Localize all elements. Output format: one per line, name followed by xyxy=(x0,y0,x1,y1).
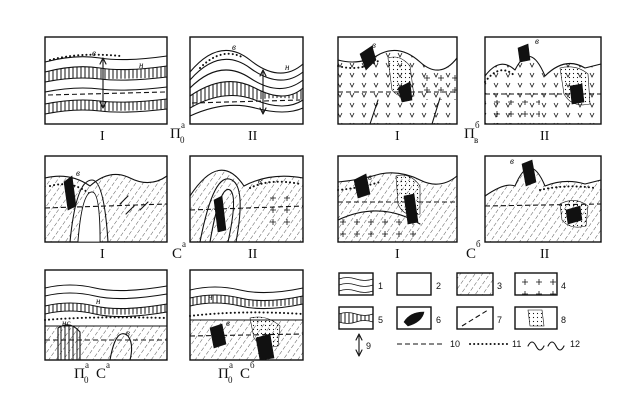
svg-text:4: 4 xyxy=(561,281,566,291)
group-label-p0a-ca: П 0 а С а xyxy=(74,360,110,385)
svg-text:С: С xyxy=(96,366,106,382)
legend: 1 2 3 4 5 6 xyxy=(338,272,580,357)
group-label-p0a: П 0 а xyxy=(170,120,185,145)
legend-item-3: 3 xyxy=(456,272,502,296)
legend-item-8: 8 xyxy=(514,306,566,330)
svg-text:0: 0 xyxy=(84,375,89,385)
label-roman: II xyxy=(540,247,550,262)
svg-text:5: 5 xyxy=(378,315,383,325)
panel-p0a-ca: нс н в xyxy=(44,269,168,361)
panel-pvb-II: в xyxy=(484,36,602,125)
svg-text:8: 8 xyxy=(561,315,566,325)
panel-ca-I: в xyxy=(44,155,168,243)
legend-item-1: 1 xyxy=(338,272,383,296)
svg-text:7: 7 xyxy=(497,315,502,325)
svg-text:а: а xyxy=(181,120,185,130)
svg-text:б: б xyxy=(250,360,255,370)
letter-n: н xyxy=(208,292,213,302)
label-roman: I xyxy=(395,129,400,144)
panel-pvb-I: в xyxy=(337,36,458,125)
legend-item-9: 9 xyxy=(355,333,371,357)
svg-text:П: П xyxy=(170,126,181,142)
legend-item-2: 2 xyxy=(396,272,441,296)
svg-text:а: а xyxy=(182,239,186,249)
svg-text:П: П xyxy=(464,126,475,142)
label-roman: I xyxy=(395,247,400,262)
group-label-pvb: П в б xyxy=(464,120,480,145)
svg-text:а: а xyxy=(229,360,233,370)
letter-b: в xyxy=(368,172,372,182)
letter-b: в xyxy=(510,156,514,166)
label-roman: II xyxy=(540,129,550,144)
svg-text:П: П xyxy=(218,366,229,382)
letter-b: в xyxy=(258,176,262,186)
svg-text:П: П xyxy=(74,366,85,382)
svg-text:12: 12 xyxy=(570,339,580,349)
svg-text:9: 9 xyxy=(366,341,371,351)
label-roman: II xyxy=(248,247,258,262)
legend-item-11: 11 xyxy=(469,339,521,349)
legend-item-4: 4 xyxy=(514,272,566,296)
letter-nc: нс xyxy=(62,318,70,328)
letter-b: в xyxy=(126,328,130,338)
svg-text:0: 0 xyxy=(180,135,185,145)
legend-item-5: 5 xyxy=(338,306,383,330)
panel-cb-I: в xyxy=(337,155,458,243)
svg-text:0: 0 xyxy=(228,375,233,385)
letter-b: в xyxy=(226,318,230,328)
svg-text:2: 2 xyxy=(436,281,441,291)
svg-text:11: 11 xyxy=(512,339,521,349)
letter-n: н xyxy=(285,62,290,72)
svg-text:С: С xyxy=(466,246,476,262)
legend-item-7: 7 xyxy=(456,306,502,330)
group-label-cb: С б xyxy=(466,239,481,262)
svg-text:10: 10 xyxy=(450,339,460,349)
letter-b: в xyxy=(92,48,96,58)
svg-text:С: С xyxy=(172,246,182,262)
legend-item-6: 6 xyxy=(396,306,441,330)
letter-b: в xyxy=(372,40,376,50)
svg-text:а: а xyxy=(106,360,110,370)
panel-ca-II: в xyxy=(189,155,304,243)
panel-p0a-cb: н в xyxy=(189,269,304,361)
svg-text:а: а xyxy=(85,360,89,370)
svg-text:3: 3 xyxy=(497,281,502,291)
svg-text:С: С xyxy=(240,366,250,382)
group-label-ca: С а xyxy=(172,239,186,262)
legend-item-12: 12 xyxy=(527,339,580,351)
legend-item-10: 10 xyxy=(397,339,460,349)
panel-p0a-I: в н xyxy=(44,36,168,125)
svg-text:1: 1 xyxy=(378,281,383,291)
letter-b: в xyxy=(76,168,80,178)
label-roman: II xyxy=(248,129,258,144)
panel-cb-II: в xyxy=(484,155,602,243)
letter-n: н xyxy=(139,60,144,70)
svg-text:в: в xyxy=(474,135,478,145)
group-label-p0a-cb: П 0 а С б xyxy=(218,360,255,385)
letter-b: в xyxy=(535,36,539,46)
letter-b: в xyxy=(232,42,236,52)
label-roman: I xyxy=(100,247,105,262)
panel-p0a-II: в н xyxy=(189,36,304,125)
svg-text:б: б xyxy=(475,120,480,130)
label-roman: I xyxy=(100,129,105,144)
svg-text:6: 6 xyxy=(436,315,441,325)
svg-text:б: б xyxy=(476,239,481,249)
letter-n: н xyxy=(96,296,101,306)
